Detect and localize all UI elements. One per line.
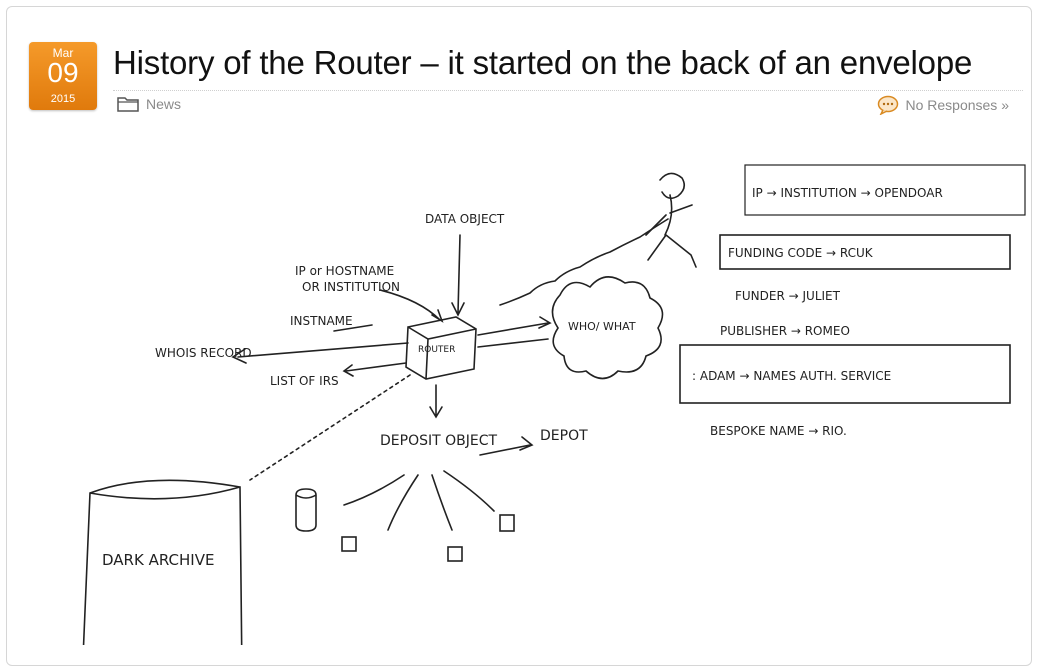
title-divider — [113, 90, 1023, 91]
envelope-sketch-image: DATA OBJECT IP or HOSTNAME OR INSTITUTIO… — [82, 164, 1026, 645]
post-date-month: Mar — [52, 46, 74, 60]
post-date-year: 2015 — [50, 93, 76, 105]
running-figure — [645, 172, 697, 268]
mapping-names-auth: : ADAM → NAMES AUTH. SERVICE — [692, 369, 891, 383]
mapping-funding-code: FUNDING CODE → RCUK — [728, 246, 874, 260]
who-what-cloud — [551, 276, 664, 380]
post-date-day: 09 — [47, 57, 79, 88]
storage-box-3 — [499, 514, 515, 532]
label-who-what: WHO/ WHAT — [568, 320, 636, 333]
label-depot: DEPOT — [540, 428, 588, 444]
label-data-object: DATA OBJECT — [425, 212, 505, 226]
label-whois-record: WHOIS RECORD — [155, 346, 252, 360]
mapping-funder: FUNDER → JULIET — [735, 289, 841, 303]
storage-box-2 — [447, 546, 463, 562]
mapping-ip-institution: IP → INSTITUTION → OPENDOAR — [752, 186, 943, 200]
router-cube — [405, 316, 477, 380]
folder-icon — [117, 97, 139, 112]
category-link[interactable]: News — [146, 95, 182, 112]
label-router: ROUTER — [418, 345, 455, 355]
post-title[interactable]: History of the Router – it started on th… — [113, 44, 973, 81]
speech-bubble-icon — [878, 95, 899, 115]
post-date-badge: Mar 09 2015 — [29, 42, 97, 110]
label-dark-archive: DARK ARCHIVE — [102, 551, 214, 569]
post-comments: No Responses » — [877, 95, 1009, 115]
post-card — [6, 6, 1032, 666]
storage-box-1 — [341, 536, 357, 552]
label-instname: INSTNAME — [290, 314, 353, 328]
comments-link[interactable]: No Responses » — [905, 97, 1009, 113]
dark-archive-cylinder — [82, 479, 243, 645]
label-deposit-object: DEPOSIT OBJECT — [380, 433, 497, 449]
mapping-publisher: PUBLISHER → ROMEO — [720, 324, 850, 338]
post-category: News — [117, 95, 181, 112]
label-list-of-irs: LIST OF IRS — [270, 374, 339, 388]
label-ip-hostname: IP or HOSTNAME — [295, 264, 394, 278]
mapping-bespoke-name: BESPOKE NAME → RIO. — [710, 424, 847, 438]
label-or-institution: OR INSTITUTION — [302, 280, 400, 294]
storage-cylinder — [295, 488, 317, 532]
